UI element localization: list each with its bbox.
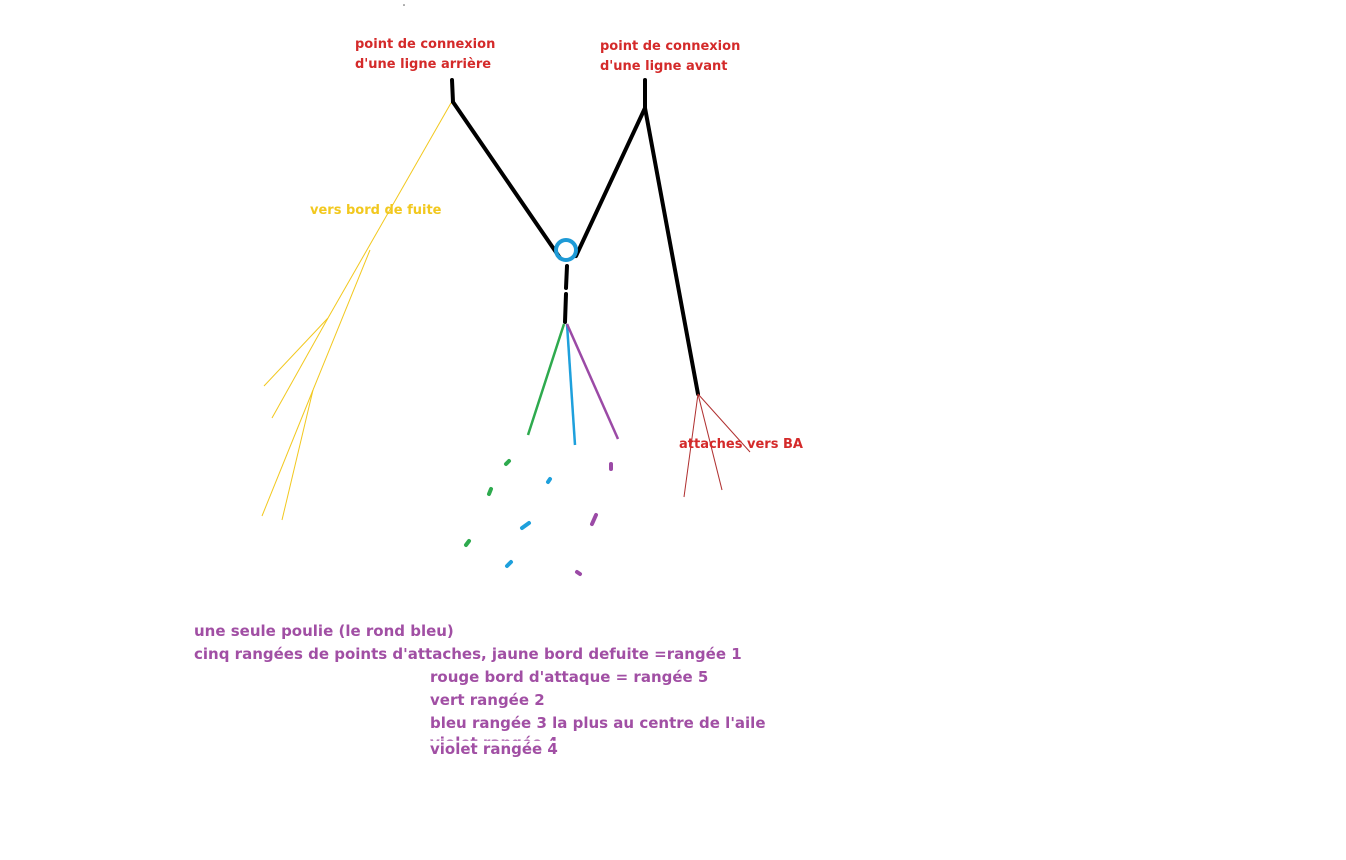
rear-connection-label-line1: point de connexion	[355, 37, 496, 52]
note-violet-row: violet rangée 4	[430, 740, 558, 758]
front-connection-label-line1: point de connexion	[600, 39, 741, 54]
red-branch-3	[697, 393, 751, 453]
trailing-edge-label: vers bord de fuite	[310, 203, 442, 218]
front-line-to-leading-edge	[643, 106, 700, 396]
violet-dot	[575, 570, 582, 576]
note-red-row: rouge bord d'attaque = rangée 5	[430, 668, 709, 686]
blue-dot	[505, 560, 513, 568]
trailing-edge-lines	[261, 102, 452, 521]
green-dot	[504, 459, 511, 466]
stray-dot	[403, 4, 405, 6]
rear-line-to-pulley	[451, 100, 562, 260]
green-dot	[487, 487, 493, 496]
violet-dots	[575, 462, 613, 576]
yellow-branch-1	[263, 317, 329, 387]
yellow-branch-2	[271, 317, 329, 419]
front-connection-label: point de connexion d'une ligne avant	[600, 37, 740, 77]
leading-edge-lines	[683, 393, 751, 498]
note-blue-row: bleu rangée 3 la plus au centre de l'ail…	[430, 714, 766, 732]
pulley-down-segment-1	[564, 264, 569, 290]
front-connection-label-line2: d'une ligne avant	[600, 59, 728, 74]
rear-line-stub	[450, 78, 455, 104]
green-dot	[464, 539, 471, 547]
blue-row3-line	[565, 323, 577, 446]
blue-dot	[546, 477, 552, 484]
leading-edge-attachments-label: attaches vers BA	[679, 437, 803, 452]
yellow-second-line	[312, 249, 371, 391]
rear-connection-label: point de connexion d'une ligne arrière	[355, 35, 495, 75]
red-branch-1	[683, 393, 699, 498]
rear-connection-label-line2: d'une ligne arrière	[355, 57, 492, 72]
yellow-branch-4	[281, 389, 314, 521]
green-dots	[464, 459, 511, 547]
violet-row4-line	[565, 323, 620, 440]
yellow-branch-3	[261, 389, 314, 517]
note-green-row: vert rangée 2	[430, 691, 545, 709]
red-branch-2	[697, 393, 723, 491]
note-single-pulley: une seule poulie (le rond bleu)	[194, 622, 454, 640]
blue-dot	[520, 521, 531, 530]
pulley-down-segment-2	[563, 292, 568, 324]
main-lines	[450, 78, 700, 396]
note-violet-row-ghost: violet rangée 4	[430, 734, 558, 752]
yellow-main-line	[327, 102, 452, 319]
front-line-to-pulley	[574, 106, 647, 258]
note-five-rows: cinq rangées de points d'attaches, jaune…	[194, 645, 742, 663]
pulley-circle	[554, 238, 578, 262]
blue-dots	[505, 477, 552, 568]
violet-dot	[590, 513, 598, 526]
green-row2-line	[526, 323, 566, 436]
